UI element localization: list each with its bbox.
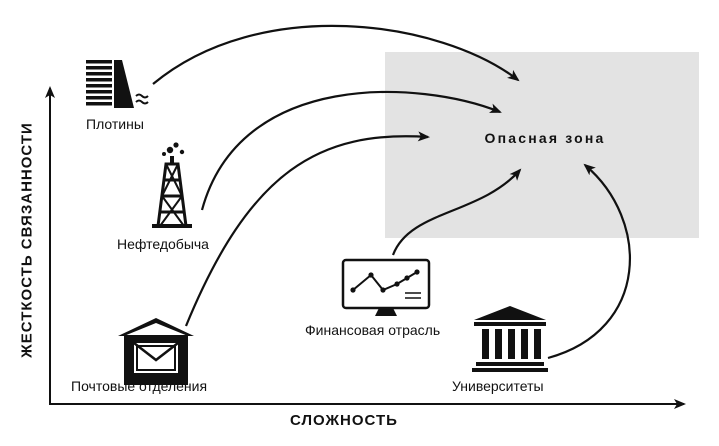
label-oil: Нефтедобыча bbox=[117, 236, 209, 252]
label-universities: Университеты bbox=[452, 378, 544, 394]
danger-zone bbox=[385, 52, 699, 238]
arrow-post bbox=[184, 131, 430, 327]
y-axis-title: ЖЕСТКОСТЬ СВЯЗАННОСТИ bbox=[18, 122, 36, 358]
university-icon bbox=[472, 306, 548, 372]
arrow-oil bbox=[200, 90, 502, 211]
arrows bbox=[152, 24, 631, 360]
label-finance: Финансовая отрасль bbox=[305, 322, 441, 338]
danger-zone-label: Опасная зона bbox=[484, 130, 606, 146]
arrow-finance bbox=[391, 168, 522, 256]
oil-rig-icon bbox=[152, 142, 192, 228]
dam-icon bbox=[86, 60, 149, 108]
arrow-dams bbox=[152, 24, 520, 85]
post-office-icon bbox=[118, 318, 194, 385]
label-dams: Плотины bbox=[86, 116, 144, 132]
x-axis-title: СЛОЖНОСТЬ bbox=[290, 412, 398, 429]
arrow-universities bbox=[547, 163, 631, 360]
label-post: Почтовые отделения bbox=[71, 378, 208, 394]
financial-chart-icon bbox=[341, 258, 431, 316]
axes bbox=[45, 86, 686, 409]
